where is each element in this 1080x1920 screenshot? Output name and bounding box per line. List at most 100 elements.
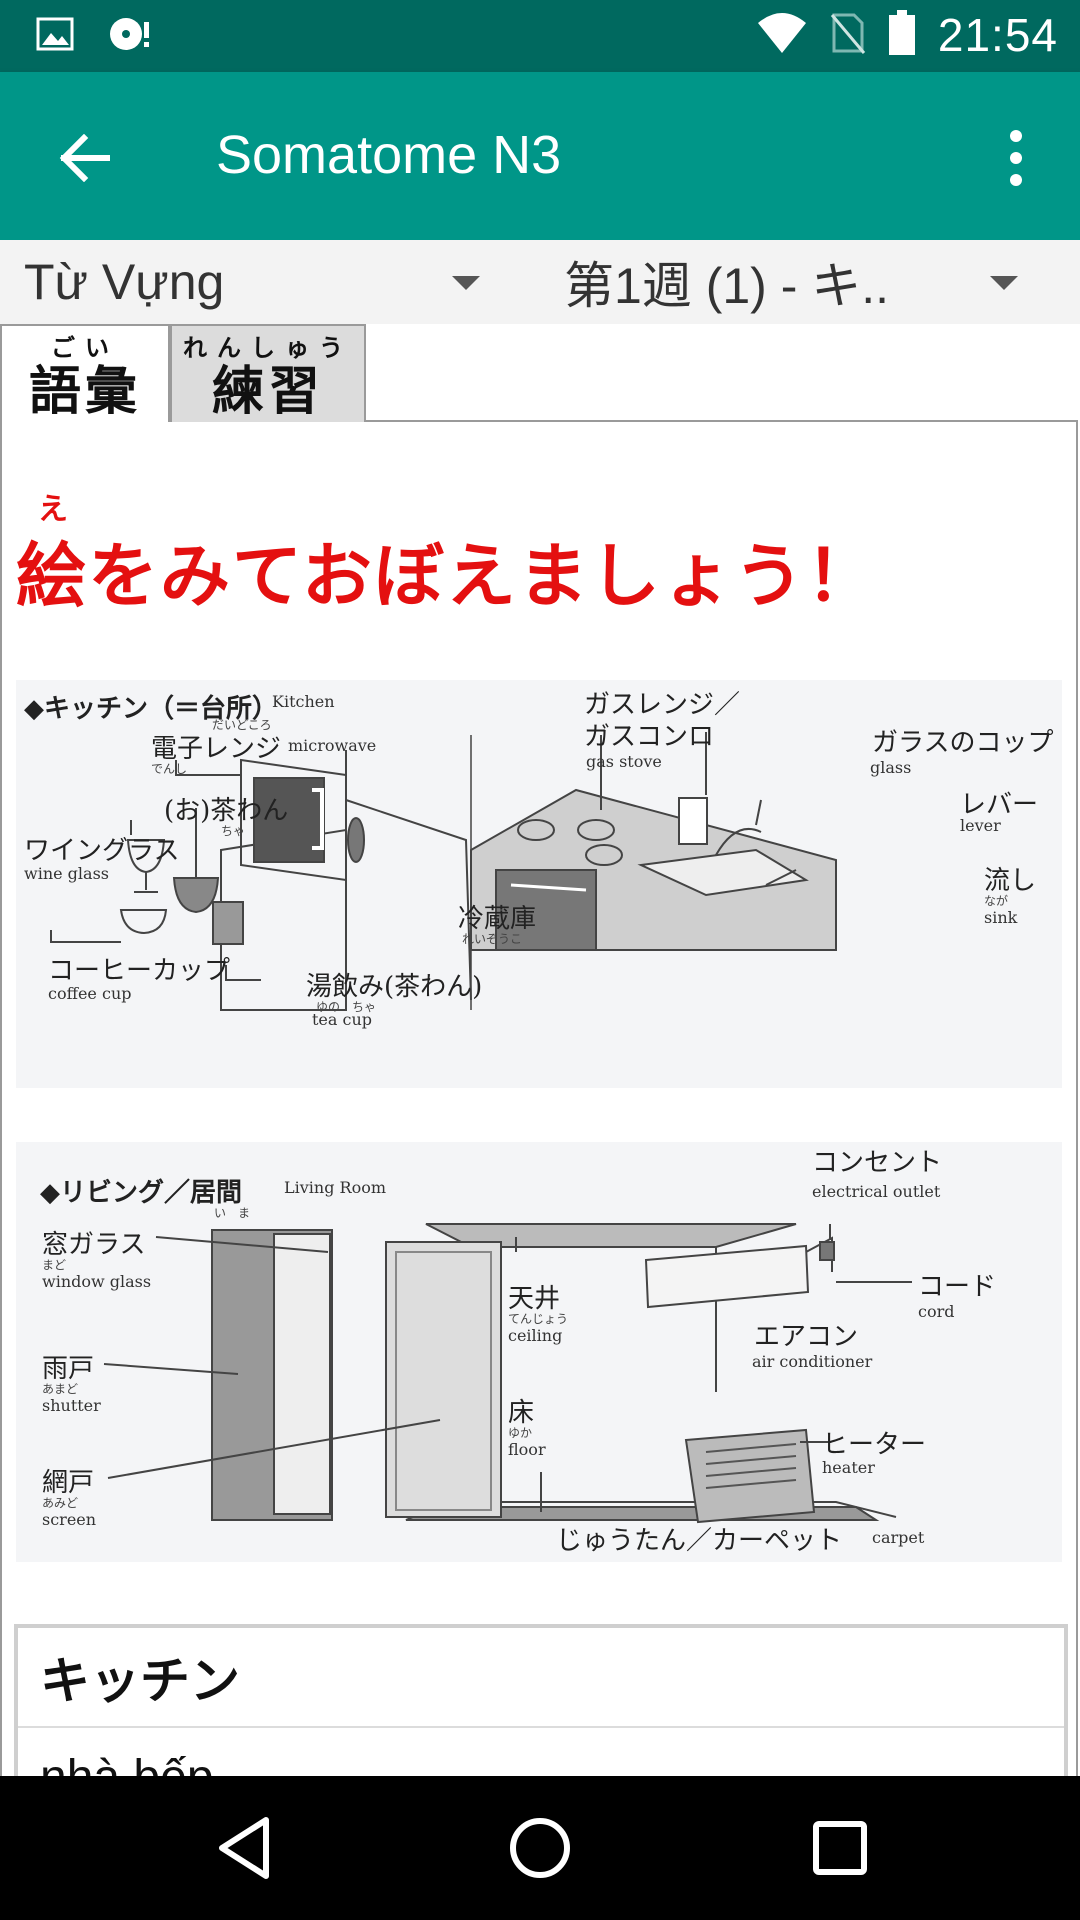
category-value: Từ Vựng xyxy=(24,254,225,310)
table-row[interactable]: nhà bếp xyxy=(18,1728,1064,1777)
label-en: air conditioner xyxy=(752,1352,873,1371)
label-jp: 天井 xyxy=(508,1284,561,1314)
label-jp: 電子レンジ xyxy=(151,734,282,764)
label-jp: 流し xyxy=(984,866,1037,896)
label-en: cord xyxy=(918,1302,955,1321)
label-jp: 網戸 xyxy=(42,1468,95,1498)
lesson-dropdown[interactable]: 第1週 (1) - キ.. xyxy=(540,240,1080,324)
no-sim-icon xyxy=(830,11,866,59)
label-ruby: ちゃ xyxy=(221,824,246,838)
label-en: electrical outlet xyxy=(812,1182,941,1201)
label-en: ceiling xyxy=(508,1326,563,1345)
label-jp: エアコン xyxy=(754,1322,859,1352)
wifi-icon xyxy=(756,11,808,59)
tab-label: 語彙 xyxy=(28,362,141,422)
label-en: screen xyxy=(42,1510,97,1529)
label-jp: 雨戸 xyxy=(42,1354,95,1384)
label-jp: 床 xyxy=(508,1398,535,1428)
lesson-content: ごい 語彙 れんしゅう 練習 え 絵をみておぼえましょう！ xyxy=(0,324,1080,1776)
vocab-term: キッチン xyxy=(40,1652,240,1710)
more-options-button[interactable] xyxy=(988,118,1044,198)
label-ruby: あみど xyxy=(42,1496,79,1510)
tab-label: 練習 xyxy=(211,362,324,422)
heading-ruby: え xyxy=(38,492,68,527)
clock: 21:54 xyxy=(937,9,1058,61)
label-ruby: てんじょう xyxy=(508,1312,569,1326)
label-en: wine glass xyxy=(24,864,109,883)
label-jp: コード xyxy=(918,1272,997,1302)
label-en: heater xyxy=(822,1458,875,1477)
label-ruby: ゆか xyxy=(508,1426,533,1440)
section-ruby: い ま xyxy=(214,1206,251,1220)
section-english: Living Room xyxy=(284,1178,387,1197)
label-ruby: ゆの ちゃ xyxy=(316,1000,377,1014)
vocab-meaning: nhà bếp xyxy=(40,1750,214,1777)
back-button[interactable] xyxy=(44,118,124,198)
app-bar: Somatome N3 xyxy=(0,72,1080,240)
content-frame xyxy=(0,420,1078,1776)
label-jp: ワイングラス xyxy=(24,836,180,866)
status-bar: 21:54 xyxy=(0,0,1080,72)
selector-row: Từ Vựng 第1週 (1) - キ.. xyxy=(0,240,1080,324)
label-en: shutter xyxy=(42,1396,101,1415)
label-en: floor xyxy=(508,1440,546,1459)
dropdown-arrow-icon xyxy=(452,276,480,290)
navigation-bar xyxy=(0,1776,1080,1920)
label-jp: ガスレンジ／ xyxy=(584,690,741,720)
section-label: ◆リビング／居間 xyxy=(40,1178,242,1208)
label-en: sink xyxy=(984,908,1018,927)
square-recents-icon xyxy=(813,1821,867,1875)
label-en: tea cup xyxy=(312,1010,373,1029)
arrow-left-icon xyxy=(59,134,110,182)
kitchen-drawing xyxy=(50,732,837,1011)
heading: 絵をみておぼえましょう！ xyxy=(16,535,878,617)
battery-icon xyxy=(888,10,916,60)
label-jp: ガラスのコップ xyxy=(872,728,1054,758)
label-en: coffee cup xyxy=(48,984,132,1003)
label-jp: (お)茶わん xyxy=(164,796,289,826)
label-jp: レバー xyxy=(960,790,1039,820)
label-ruby: れいぞうこ xyxy=(462,932,523,946)
gallery-icon xyxy=(36,17,74,55)
label-ruby: でんし xyxy=(151,762,188,776)
tab-bar: ごい 語彙 れんしゅう 練習 xyxy=(0,324,366,422)
nav-back-button[interactable] xyxy=(204,1808,284,1888)
living-room-illustration: ◆リビング／居間 い ま Living Room 窓ガラス まど window … xyxy=(16,1142,1062,1562)
label-en: lever xyxy=(960,816,1001,835)
tab-practice[interactable]: れんしゅう 練習 xyxy=(170,324,366,422)
label-jp: コーヒーカップ xyxy=(48,956,231,986)
tab-vocabulary[interactable]: ごい 語彙 xyxy=(0,324,170,422)
section-english: Kitchen xyxy=(272,692,335,711)
label-ruby: まど xyxy=(42,1258,67,1272)
nav-home-button[interactable] xyxy=(500,1808,580,1888)
section-ruby: だいどころ xyxy=(212,718,272,732)
nav-recents-button[interactable] xyxy=(800,1808,880,1888)
vocabulary-table: キッチン nhà bếp xyxy=(14,1624,1068,1776)
label-en: window glass xyxy=(42,1272,152,1291)
label-jp: コンセント xyxy=(812,1148,943,1178)
label-jp: 窓ガラス xyxy=(42,1230,146,1260)
label-jp: ガスコンロ xyxy=(584,722,715,752)
table-row[interactable]: キッチン xyxy=(18,1628,1064,1728)
app-title: Somatome N3 xyxy=(216,125,562,185)
label-en: carpet xyxy=(872,1528,925,1547)
label-jp: 冷蔵庫 xyxy=(458,904,537,934)
label-jp: 湯飲み(茶わん) xyxy=(306,972,483,1002)
dropdown-arrow-icon xyxy=(990,276,1018,290)
circle-home-icon xyxy=(510,1818,570,1878)
label-en: glass xyxy=(870,758,912,777)
category-dropdown[interactable]: Từ Vựng xyxy=(0,240,520,324)
lesson-value: 第1週 (1) - キ.. xyxy=(564,258,890,314)
label-jp: じゅうたん／カーペット xyxy=(556,1526,843,1556)
triangle-back-icon xyxy=(219,1817,269,1879)
more-vert-icon xyxy=(1010,130,1022,142)
kitchen-illustration: ◆キッチン（＝台所） だいどころ Kitchen 電子レンジ でんし micro… xyxy=(16,680,1062,1088)
tab-ruby: れんしゅう xyxy=(183,334,353,362)
tab-ruby: ごい xyxy=(51,334,119,362)
label-en: gas stove xyxy=(586,752,662,771)
label-ruby: なが xyxy=(984,894,1009,908)
label-jp: ヒーター xyxy=(822,1430,927,1460)
living-room-drawing xyxy=(103,1223,912,1524)
label-en: microwave xyxy=(288,736,377,755)
disc-icon xyxy=(108,14,152,58)
